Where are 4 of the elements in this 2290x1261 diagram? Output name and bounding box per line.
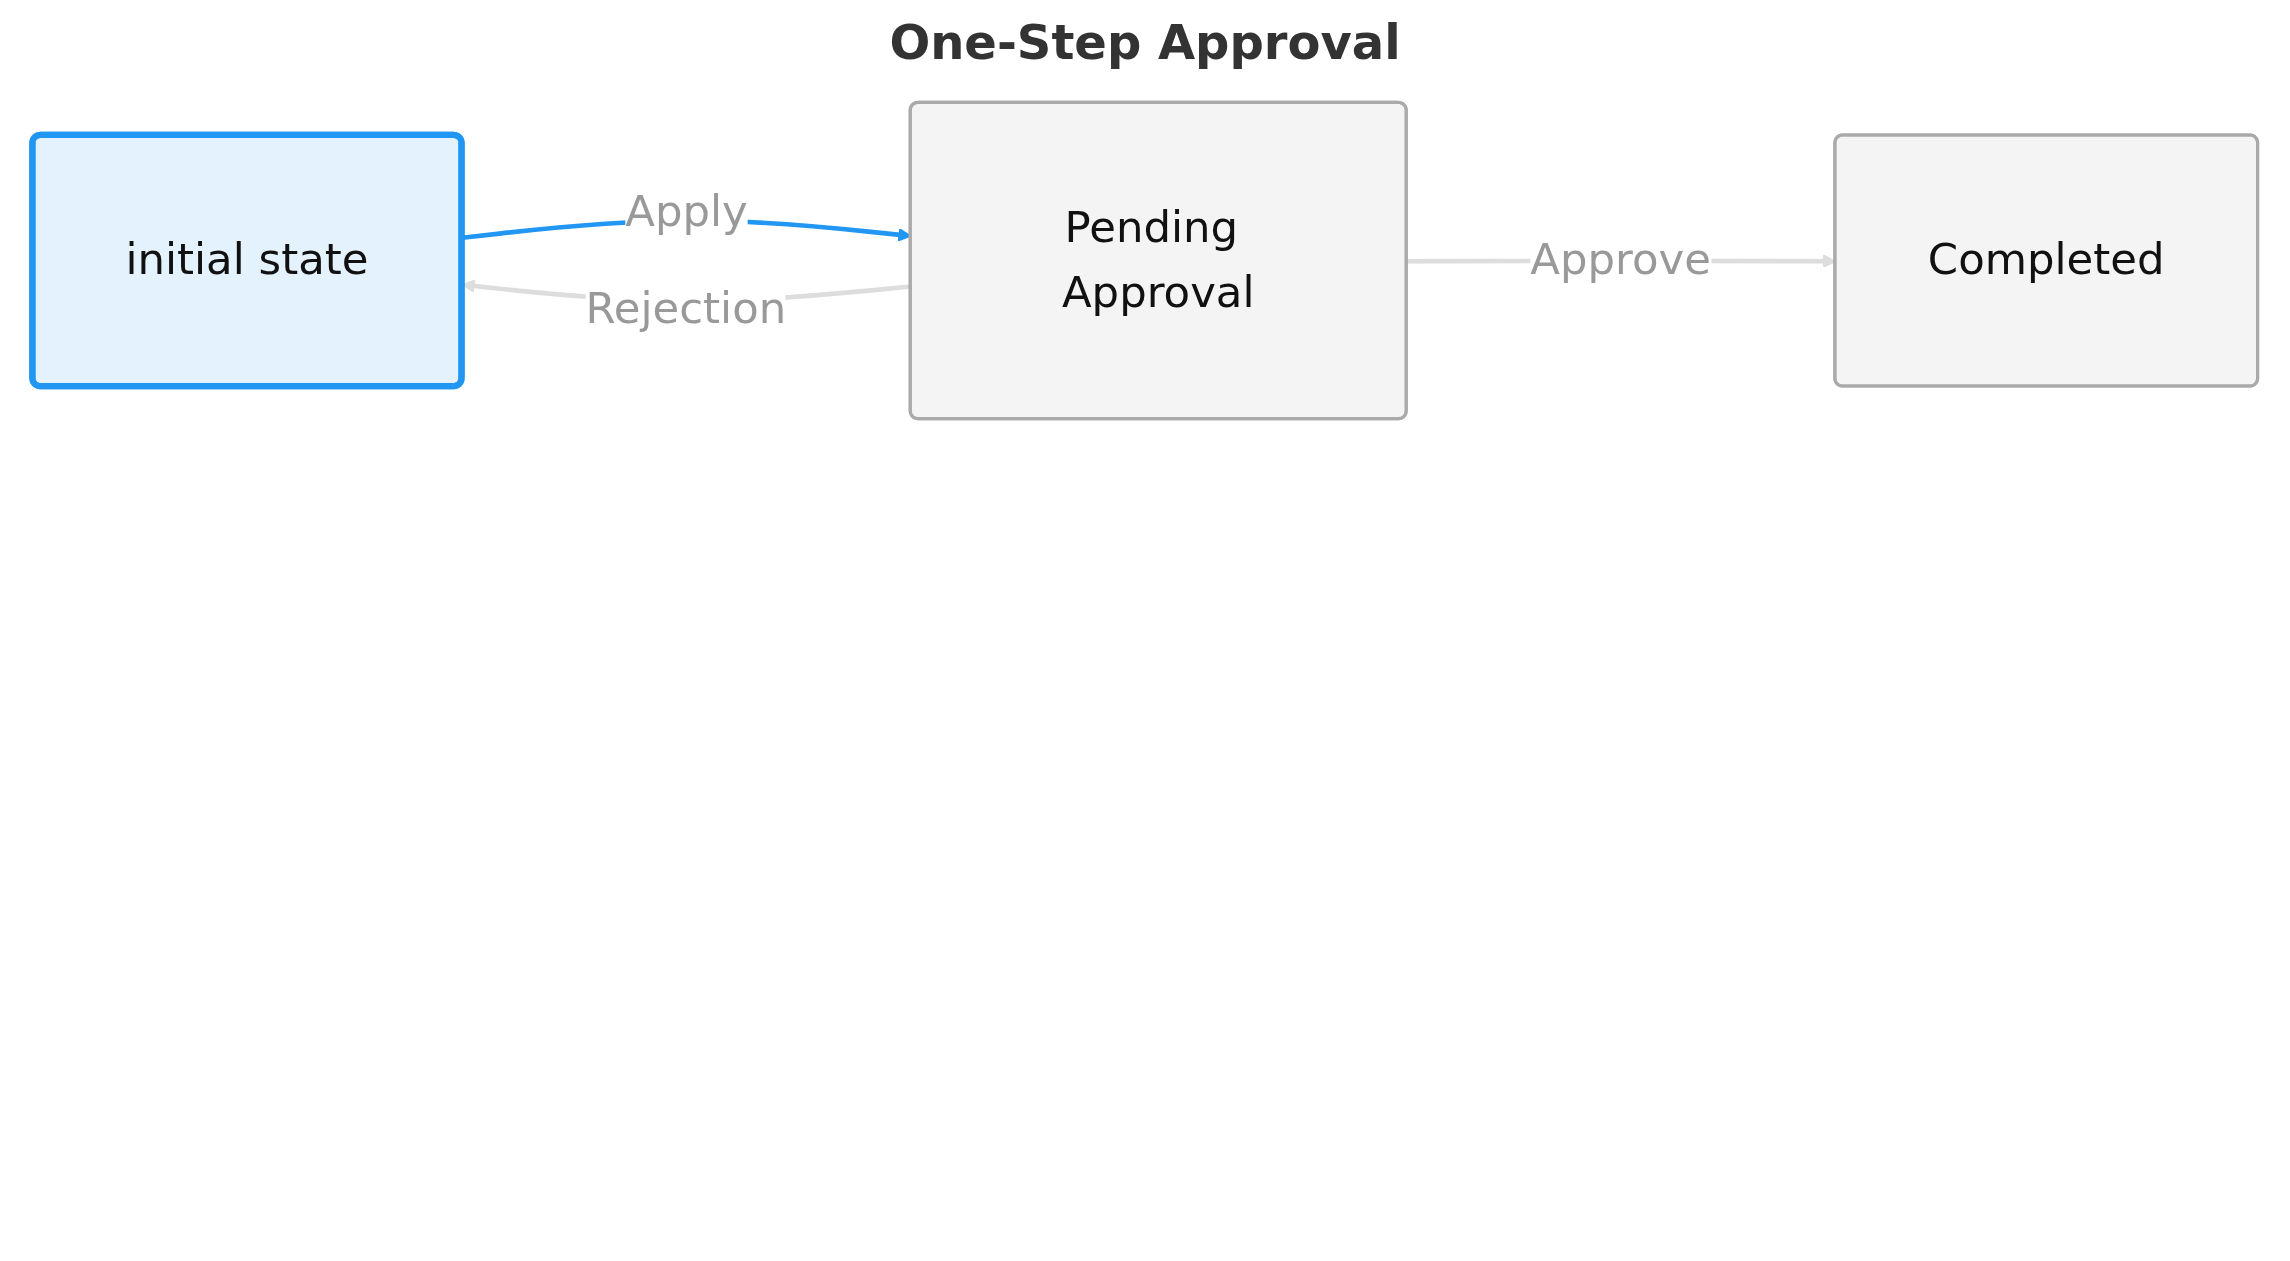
edge-label: Approve [1530,234,1711,286]
diagram-title: One-Step Approval [889,14,1401,70]
edge-label: Apply [625,186,748,238]
edge-label: Rejection [585,282,787,334]
